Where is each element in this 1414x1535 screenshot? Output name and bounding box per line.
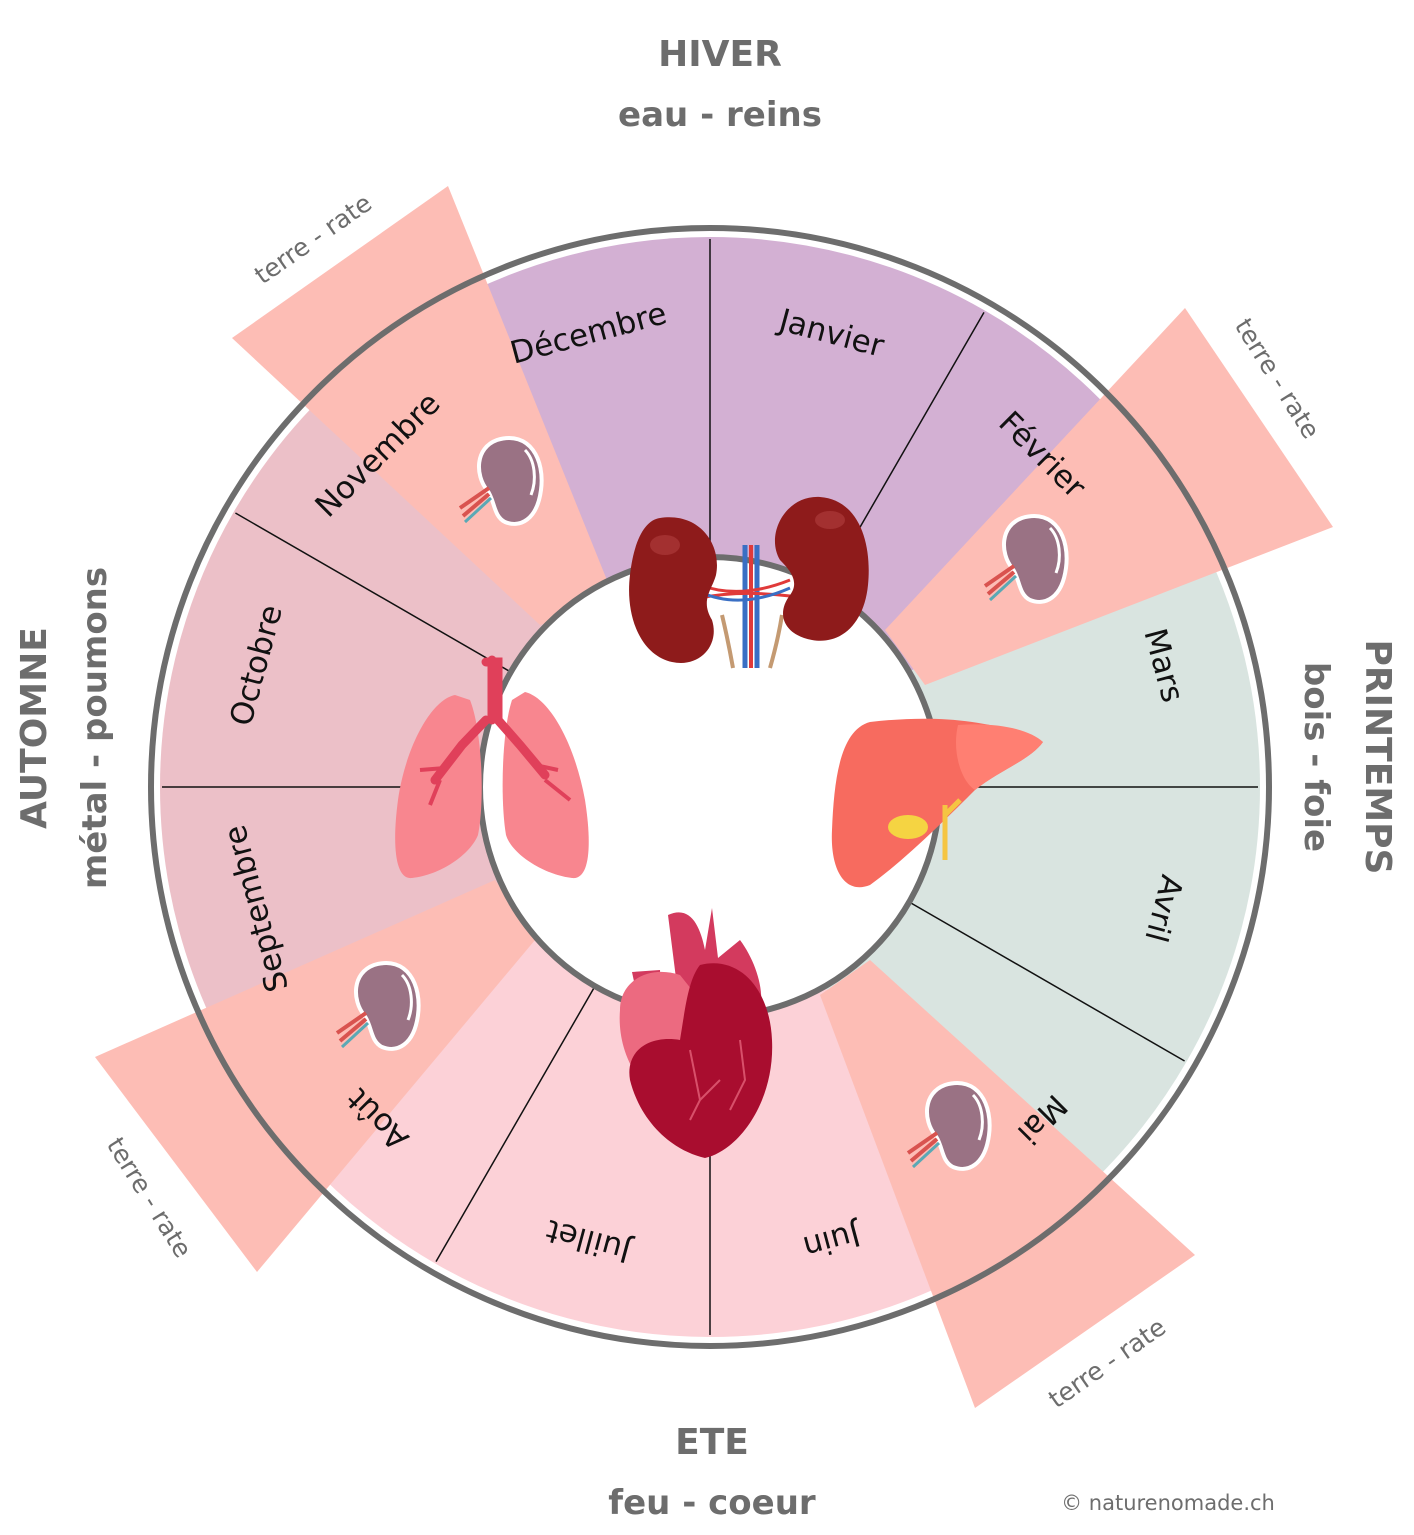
month-dividers	[162, 239, 1258, 1335]
spleen-icon	[983, 514, 1069, 604]
outer-ring	[148, 225, 1272, 1349]
winter-title: HIVER	[658, 34, 782, 75]
earth-wedge-se	[820, 960, 1195, 1408]
spleen-icon	[458, 436, 544, 526]
winter-subtitle: eau - reins	[618, 95, 822, 135]
lungs-icon	[395, 655, 589, 879]
kidneys-icon	[629, 496, 869, 669]
earth-wedge-sw	[95, 880, 535, 1272]
spleen-icon	[335, 961, 421, 1051]
spleen-icons	[335, 436, 1069, 1171]
autumn-subtitle: métal - poumons	[75, 567, 115, 889]
liver-icon	[831, 718, 1043, 888]
summer-subtitle: feu - coeur	[608, 1483, 816, 1523]
spring-subtitle: bois - foie	[1296, 662, 1336, 852]
autumn-title: AUTOMNE	[14, 627, 55, 829]
month-divider	[435, 985, 596, 1262]
spleen-icon	[906, 1081, 992, 1171]
summer-title: ETE	[675, 1422, 749, 1463]
spring-title: PRINTEMPS	[1357, 640, 1398, 875]
copyright: © naturenomade.ch	[1061, 1491, 1275, 1515]
month-divider	[235, 512, 512, 673]
month-divider	[908, 901, 1185, 1062]
heart-icon	[619, 908, 773, 1158]
earth-wedge-ne	[885, 308, 1333, 685]
